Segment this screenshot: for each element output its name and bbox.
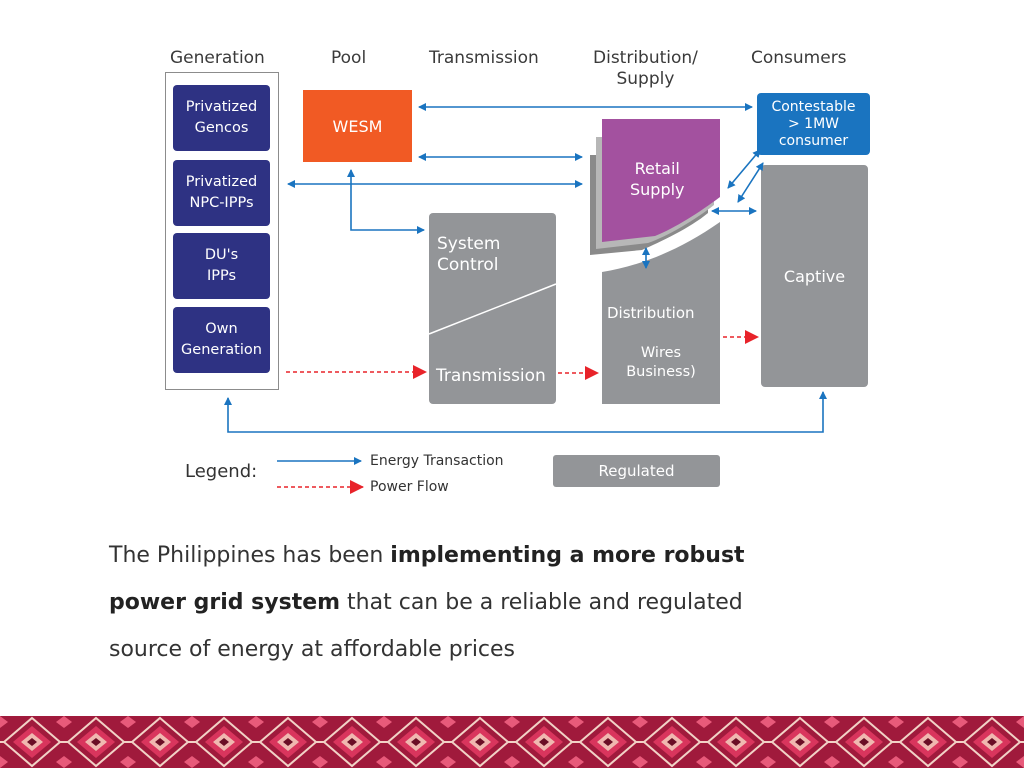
dus-ipps-line2: IPPs <box>206 268 237 284</box>
privatized-gencos-line1: Privatized <box>185 99 258 115</box>
own-generation-line1: Own <box>205 321 238 337</box>
legend-energy-transaction: Energy Transaction <box>370 453 504 469</box>
own-generation-box: Own Generation <box>173 307 270 373</box>
distribution-label: Distribution <box>607 304 695 322</box>
header-generation: Generation <box>170 48 265 68</box>
contestable-line1: Contestable <box>771 98 856 115</box>
contestable-line3: consumer <box>778 132 849 149</box>
wires-business-label: Wires Business) <box>602 344 720 382</box>
caption-bold2: power grid system <box>109 590 341 615</box>
system-control-line1: System <box>437 234 501 254</box>
system-control-line2: Control <box>437 255 499 275</box>
privatized-npc-ipps-box: Privatized NPC-IPPs <box>173 160 270 226</box>
wires-business-line1: Wires <box>640 345 682 361</box>
legend-regulated: Regulated <box>553 455 720 487</box>
privatized-gencos-box: Privatized Gencos <box>173 85 270 151</box>
privatized-gencos-line2: Gencos <box>194 120 249 136</box>
retail-supply-line2: Supply <box>630 180 685 199</box>
transmission-label: Transmission <box>436 366 546 386</box>
header-pool: Pool <box>331 48 367 68</box>
woven-pattern-band <box>0 716 1024 768</box>
system-control-label: System Control <box>437 234 500 276</box>
own-generation-line2: Generation <box>181 342 262 358</box>
caption-text: The Philippines has been implementing a … <box>109 532 969 673</box>
caption-bold1: implementing a more robust <box>390 543 745 568</box>
dus-ipps-box: DU's IPPs <box>173 233 270 299</box>
header-transmission: Transmission <box>429 48 539 68</box>
legend-title: Legend: <box>185 461 258 482</box>
wesm-box: WESM <box>303 90 412 162</box>
privatized-npc-ipps-line1: Privatized <box>185 174 258 190</box>
privatized-npc-ipps-line2: NPC-IPPs <box>189 195 254 211</box>
header-distribution-line1: Distribution/ <box>593 48 698 68</box>
legend-power-flow: Power Flow <box>370 479 449 495</box>
retail-supply-label: Retail Supply <box>630 158 685 200</box>
captive-box: Captive <box>761 165 868 387</box>
retail-supply-line1: Retail <box>634 159 680 178</box>
dus-ipps-line1: DU's <box>204 247 239 263</box>
header-consumers: Consumers <box>751 48 847 68</box>
caption-part2: that can be a reliable and regulated <box>340 590 743 615</box>
wires-business-line2: Business) <box>626 364 696 380</box>
caption-line2: power grid system that can be a reliable… <box>109 579 969 626</box>
caption-line1: The Philippines has been implementing a … <box>109 532 969 579</box>
contestable-line2: > 1MW <box>787 115 839 132</box>
header-distribution: Distribution/ Supply <box>593 48 698 90</box>
header-distribution-line2: Supply <box>616 69 675 89</box>
contestable-consumer-box: Contestable > 1MW consumer <box>757 93 870 155</box>
caption-part1: The Philippines has been <box>109 543 391 568</box>
caption-line3: source of energy at affordable prices <box>109 637 516 662</box>
